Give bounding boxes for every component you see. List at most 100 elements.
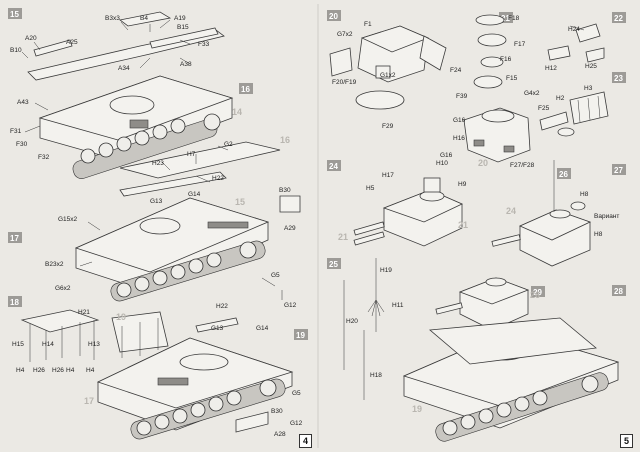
bg-number-17: 17	[84, 396, 94, 406]
svg-text:18: 18	[10, 298, 19, 307]
step29-wheels	[435, 372, 609, 442]
label-b23x2: B23x2	[45, 261, 64, 268]
step16-wheels	[110, 240, 266, 302]
label-h8: H8	[580, 191, 589, 198]
svg-text:21: 21	[501, 14, 510, 23]
label-f18: F18	[508, 15, 520, 22]
svg-text:29: 29	[533, 288, 542, 297]
svg-text:20: 20	[329, 12, 338, 21]
label-h16: H16	[453, 135, 465, 142]
label-b30b: B30	[271, 408, 283, 415]
step-badge-20: 20	[327, 10, 341, 21]
step20-turret	[329, 25, 447, 110]
step-badge-21: 21	[499, 12, 513, 23]
label-a28: A28	[274, 431, 286, 438]
step15-wheels	[72, 113, 221, 179]
label-f27f28: F27/F28	[510, 162, 535, 169]
label-h13: H13	[88, 341, 100, 348]
step15-fenders	[27, 11, 225, 81]
step16-rear-plate	[119, 141, 281, 197]
svg-text:26: 26	[559, 170, 568, 179]
label-g13b: G13	[211, 325, 224, 332]
label-f31: F31	[10, 128, 22, 135]
label-h14: H14	[42, 341, 54, 348]
label-h19: H19	[380, 267, 392, 274]
step17-wheels	[130, 378, 286, 440]
label-f16: F16	[500, 56, 512, 63]
label-h22b: H22	[216, 303, 228, 310]
bg-number-26: 26	[530, 290, 540, 300]
step21-parts	[547, 23, 605, 63]
bg-number-24: 24	[506, 206, 516, 216]
label-g5b: G5	[292, 390, 301, 397]
label-h24: H24	[568, 26, 580, 33]
bg-number-19b: 19	[412, 404, 422, 414]
label-h2: H2	[556, 95, 565, 102]
step17-hull	[96, 311, 294, 431]
page-number-left: 4	[299, 434, 312, 448]
label-a25: A25	[66, 39, 78, 46]
label-b30: B30	[279, 187, 291, 194]
label-a34: A34	[118, 65, 130, 72]
svg-text:19: 19	[296, 331, 305, 340]
label-b15: B15	[177, 24, 189, 31]
label-a43: A43	[17, 99, 29, 106]
label-a29: A29	[284, 225, 296, 232]
label-f17: F17	[514, 41, 526, 48]
step22-mantlet	[539, 91, 609, 137]
step-badge-17: 17	[8, 232, 22, 243]
bg-number-21: 21	[338, 232, 348, 242]
step24-turret	[353, 177, 463, 247]
svg-text:15: 15	[10, 10, 19, 19]
label-f15: F15	[506, 75, 518, 82]
step29-hull	[402, 317, 620, 429]
label-h15: H15	[12, 341, 24, 348]
label-h11: H11	[392, 302, 404, 309]
label-variant: Вариант	[594, 213, 619, 220]
svg-text:23: 23	[614, 74, 623, 83]
page-number-right: 5	[620, 434, 633, 448]
step18-rail-frame	[20, 309, 100, 362]
label-g13: G13	[150, 198, 163, 205]
label-b10: B10	[10, 47, 22, 54]
label-h25: H25	[585, 63, 597, 70]
label-f32: F32	[38, 154, 50, 161]
step-badge-18: 18	[8, 296, 22, 307]
label-h17: H17	[382, 172, 394, 179]
bg-number-20: 20	[478, 158, 488, 168]
label-h10: H10	[436, 160, 448, 167]
label-g4x2: G4x2	[524, 90, 540, 97]
label-g7x2: G7x2	[337, 31, 353, 38]
step20-cupola	[463, 14, 531, 163]
label-h4-2: H4	[66, 367, 75, 374]
label-a20: A20	[25, 35, 37, 42]
step15-leader-lines	[21, 19, 191, 133]
label-g16a: G16	[453, 117, 466, 124]
label-h8b: H8	[594, 231, 603, 238]
svg-text:17: 17	[10, 234, 19, 243]
label-g14: G14	[188, 191, 201, 198]
bg-number-19: 19	[116, 312, 126, 322]
label-f1: F1	[364, 21, 372, 28]
step-badge-22: 22	[612, 12, 626, 23]
step26-turret	[491, 160, 592, 267]
label-h26-2: H26	[52, 367, 64, 374]
label-h4-3: H4	[86, 367, 95, 374]
label-h26: H26	[33, 367, 45, 374]
label-g14b: G14	[256, 325, 269, 332]
label-a38: A38	[180, 61, 192, 68]
label-h21: H21	[78, 309, 90, 316]
step29-turret	[435, 277, 530, 331]
svg-text:24: 24	[329, 162, 338, 171]
step15-hull	[38, 75, 234, 161]
label-f39: F39	[456, 93, 468, 100]
label-f33: F33	[198, 41, 210, 48]
label-b4: B4	[140, 15, 148, 22]
step25-antenna	[343, 258, 385, 400]
step-badge-16: 16	[239, 83, 253, 94]
label-h23: H23	[152, 160, 164, 167]
label-g15x2: G15x2	[58, 216, 78, 223]
label-b3x3: B3x3	[105, 15, 120, 22]
